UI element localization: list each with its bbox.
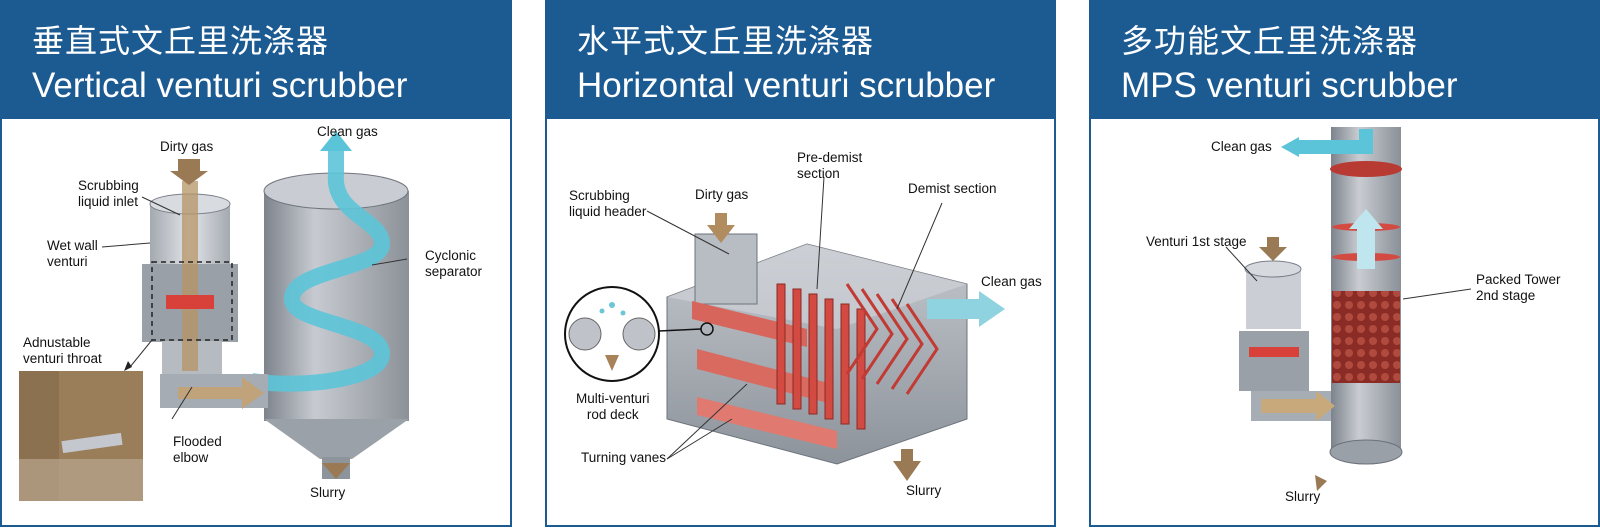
panel-title-cn: 多功能文丘里洗涤器 xyxy=(1121,22,1419,60)
label-line: Flooded xyxy=(173,434,222,449)
label-scrubbing-liquid-header: Scrubbing liquid header xyxy=(569,188,646,220)
label-line: 2nd stage xyxy=(1476,288,1536,303)
label-slurry: Slurry xyxy=(1285,489,1321,504)
label-line: liquid inlet xyxy=(78,194,139,209)
label-dirty-gas: Dirty gas xyxy=(160,139,214,154)
label-line: venturi xyxy=(47,254,88,269)
inlet-duct xyxy=(694,233,758,305)
inset-pointer-arrowhead xyxy=(124,361,132,371)
label-line: Scrubbing xyxy=(78,178,139,193)
label-venturi-1st-stage: Venturi 1st stage xyxy=(1146,234,1247,249)
label-line: Packed Tower xyxy=(1476,272,1561,287)
label-clean-gas: Clean gas xyxy=(981,274,1042,289)
panel-title-en: Vertical venturi scrubber xyxy=(32,66,408,105)
panel-vertical-venturi: 垂直式文丘里洗涤器 Vertical venturi scrubber xyxy=(0,0,512,527)
label-slurry: Slurry xyxy=(906,483,942,498)
clean-gas-pipe-arrow xyxy=(1297,129,1373,154)
slurry-arrow xyxy=(893,449,921,481)
label-line: Pre-demist xyxy=(797,150,863,165)
label-cyclonic-separator: Cyclonic separator xyxy=(425,248,482,280)
rod-deck-lower xyxy=(697,397,837,449)
clean-gas-arrowhead xyxy=(1281,137,1299,157)
label-flooded-elbow: Flooded elbow xyxy=(173,434,222,466)
packed-tower-column xyxy=(1329,127,1403,465)
throat-highlight-box xyxy=(151,261,233,341)
label-line: Wet wall xyxy=(47,238,98,253)
label-demist-section: Demist section xyxy=(908,181,997,196)
label-line: separator xyxy=(425,264,483,279)
pre-demist-baffles xyxy=(776,283,866,430)
label-line: section xyxy=(797,166,840,181)
dirty-gas-arrow xyxy=(1259,237,1287,261)
vertical-scrubber-diagram: Dirty gas Clean gas Scrubbing liquid inl… xyxy=(2,119,510,525)
elbow-flow-arrow xyxy=(1261,391,1335,421)
label-line: Adnustable xyxy=(23,335,91,350)
label-line: rod deck xyxy=(586,407,639,422)
label-scrubbing-liquid-inlet: Scrubbing liquid inlet xyxy=(78,178,139,210)
label-line: Cyclonic xyxy=(425,248,477,263)
dirty-gas-arrow xyxy=(170,159,208,185)
panel-title-cn: 水平式文丘里洗涤器 xyxy=(577,22,875,60)
demist-chevrons xyxy=(845,283,939,395)
flooded-elbow-arrow xyxy=(178,377,264,409)
label-clean-gas: Clean gas xyxy=(1211,139,1272,154)
label-line: Multi-venturi xyxy=(576,391,650,406)
label-wet-wall-venturi: Wet wall venturi xyxy=(47,238,98,270)
label-packed-tower-2nd-stage: Packed Tower 2nd stage xyxy=(1476,272,1561,304)
venturi-throat-plate xyxy=(166,295,214,309)
label-dirty-gas: Dirty gas xyxy=(695,187,749,202)
label-line: Scrubbing xyxy=(569,188,630,203)
slurry-arrow-vertical xyxy=(322,463,350,479)
panel-horizontal-venturi: 水平式文丘里洗涤器 Horizontal venturi scrubber xyxy=(545,0,1056,527)
vertical-scrubber-illustration xyxy=(19,131,409,501)
panel-header: 水平式文丘里洗涤器 Horizontal venturi scrubber xyxy=(547,2,1054,119)
clean-gas-spiral-arrow xyxy=(250,149,391,392)
label-slurry: Slurry xyxy=(310,485,346,500)
horizontal-scrubber-illustration xyxy=(564,176,1005,481)
clean-gas-arrow xyxy=(927,291,1005,327)
label-multi-venturi-rod-deck: Multi-venturi rod deck xyxy=(576,391,650,423)
leader-lines xyxy=(101,196,408,420)
label-line: liquid header xyxy=(569,204,647,219)
tower-up-arrow xyxy=(1349,209,1383,269)
dirty-gas-arrow xyxy=(707,213,735,243)
panel-header: 垂直式文丘里洗涤器 Vertical venturi scrubber xyxy=(2,2,510,119)
label-clean-gas: Clean gas xyxy=(317,124,378,139)
dirty-gas-stream xyxy=(182,181,198,371)
label-line: venturi throat xyxy=(23,351,102,366)
label-adjustable-venturi-throat: Adnustable venturi throat xyxy=(23,335,102,367)
panel-title-cn: 垂直式文丘里洗涤器 xyxy=(32,22,330,60)
horizontal-scrubber-diagram: Pre-demist section Demist section Scrubb… xyxy=(547,119,1054,525)
leader-lines xyxy=(1225,246,1472,300)
panel-title-en: Horizontal venturi scrubber xyxy=(577,66,996,105)
clean-gas-arrowhead xyxy=(320,131,352,151)
rod-deck-detail-circle xyxy=(564,286,660,382)
panel-mps-venturi: 多功能文丘里洗涤器 MPS venturi scrubber xyxy=(1089,0,1600,527)
panel-header: 多功能文丘里洗涤器 MPS venturi scrubber xyxy=(1091,2,1598,119)
label-turning-vanes: Turning vanes xyxy=(581,450,667,465)
label-line: elbow xyxy=(173,450,209,465)
mps-scrubber-illustration xyxy=(1225,127,1472,491)
slurry-arrow xyxy=(1315,475,1327,491)
panel-title-en: MPS venturi scrubber xyxy=(1121,66,1458,105)
mps-scrubber-diagram: Clean gas Venturi 1st stage Packed Tower… xyxy=(1091,119,1598,525)
adjustable-throat-inset xyxy=(19,371,143,501)
leader-lines xyxy=(646,176,943,460)
label-pre-demist-section: Pre-demist section xyxy=(797,150,862,182)
